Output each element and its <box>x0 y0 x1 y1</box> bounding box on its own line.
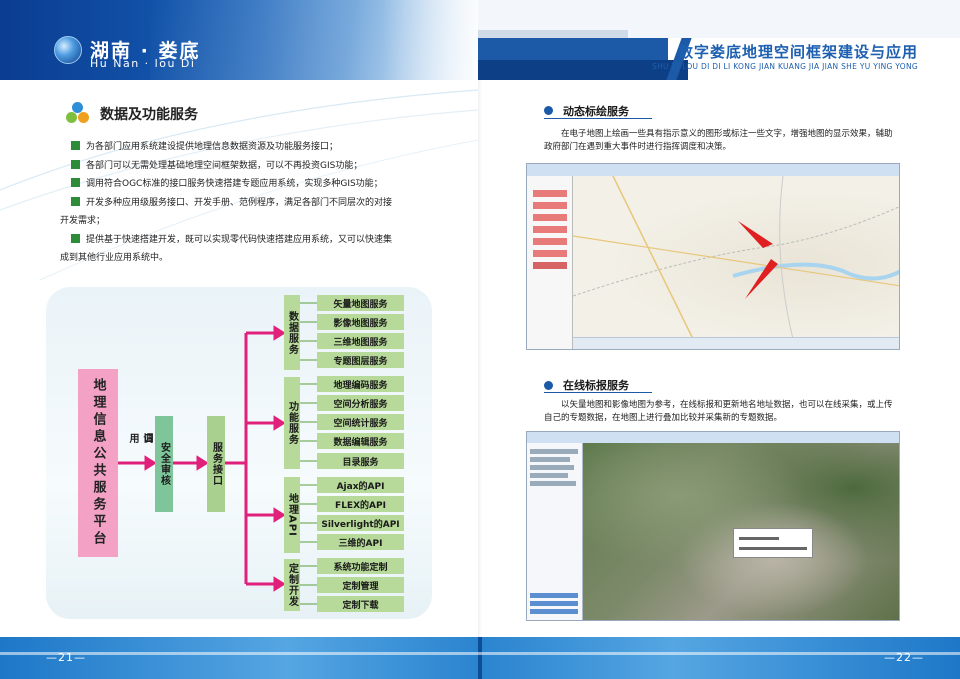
section-underline <box>544 118 652 119</box>
service-item: 矢量地图服务 <box>317 295 404 311</box>
section-bubbles-icon <box>66 102 90 124</box>
service-item: 数据编辑服务 <box>317 433 404 449</box>
dynamic-plotting-screenshot <box>526 163 900 350</box>
map-drawing <box>572 175 899 340</box>
app-title-bar <box>527 432 899 443</box>
page-footer <box>0 637 960 679</box>
gis-public-service-platform: 地理信息公共服务平台 <box>78 369 118 557</box>
page-number-left: —21— <box>46 651 86 664</box>
red-arrow-marker <box>738 221 773 248</box>
header-left-banner <box>0 0 478 80</box>
bullet-item: 调用符合OGC标准的接口服务快速搭建专题应用系统，实现多种GIS功能； <box>63 175 423 194</box>
red-arrow-marker <box>745 259 778 299</box>
service-item: 系统功能定制 <box>317 558 404 574</box>
globe-logo-icon <box>54 36 82 64</box>
service-item: 空间统计服务 <box>317 414 404 430</box>
bullet-item: 开发多种应用级服务接口、开发手册、范例程序，满足各部门不同层次的对接 <box>63 194 423 213</box>
section-dot-icon <box>544 381 553 390</box>
service-item: 地理编码服务 <box>317 376 404 392</box>
section-title-online-reporting: 在线标报服务 <box>563 379 629 392</box>
bullet-item: 提供基于快速搭建开发，既可以实现零代码快速搭建应用系统，又可以快速集 <box>63 231 423 250</box>
service-item: 定制下载 <box>317 596 404 612</box>
section-title-data-services: 数据及功能服务 <box>100 107 198 123</box>
bullet-continuation: 成到其他行业应用系统中。 <box>60 253 169 263</box>
service-item: Ajax的API <box>317 477 404 493</box>
vector-map-view <box>572 175 899 340</box>
green-square-icon <box>71 159 80 169</box>
service-item: 三维的API <box>317 534 404 550</box>
page-fold-shadow <box>478 80 482 637</box>
satellite-image-view <box>583 443 899 620</box>
service-item: 空间分析服务 <box>317 395 404 411</box>
service-item: Silverlight的API <box>317 515 404 531</box>
bullet-item: 各部门可以无需处理基础地理空间框架数据，可以不再投资GIS功能； <box>63 157 423 176</box>
green-square-icon <box>71 178 80 187</box>
group-custom-dev: 定制开发 <box>284 559 300 611</box>
map-taskbar <box>573 337 899 349</box>
section-underline <box>544 392 652 393</box>
book-title-pinyin: SHU ZI LOU DI DI LI KONG JIAN KUANG JIA … <box>652 62 918 71</box>
brand-name: 湖南 · 娄底 <box>90 40 201 62</box>
service-item: 影像地图服务 <box>317 314 404 330</box>
group-function-services: 功能服务 <box>284 377 300 469</box>
group-geo-api: 地理API <box>284 477 300 553</box>
service-interface-box: 服务接口 <box>207 416 225 512</box>
header-light-streak <box>150 0 478 80</box>
bullet-continuation: 开发需求； <box>60 216 106 226</box>
online-reporting-description: 以矢量地图和影像地图为参考，在线标报和更新地名地址数据，也可以在线采集，或上传自… <box>544 400 893 423</box>
group-data-services: 数据服务 <box>284 295 300 370</box>
section-dot-icon <box>544 106 553 115</box>
header-right-decor <box>478 0 960 80</box>
service-item: FLEX的API <box>317 496 404 512</box>
info-popup <box>733 528 813 558</box>
service-item: 定制管理 <box>317 577 404 593</box>
green-square-icon <box>71 141 80 150</box>
plotting-toolbox <box>527 176 573 349</box>
app-title-bar <box>527 164 899 176</box>
service-item: 专题图层服务 <box>317 352 404 368</box>
section-title-dynamic-plotting: 动态标绘服务 <box>563 105 629 118</box>
service-item: 三维地图服务 <box>317 333 404 349</box>
service-item: 目录服务 <box>317 453 404 469</box>
security-audit-box: 安全审核 <box>155 416 173 512</box>
page-number-right: —22— <box>884 651 924 664</box>
green-square-icon <box>71 196 80 206</box>
background-swoosh <box>0 89 478 281</box>
reporting-sidebar <box>527 443 583 620</box>
feature-bullet-list: 为各部门应用系统建设提供地理信息数据资源及功能服务接口； 各部门可以无需处理基础… <box>60 138 423 268</box>
book-title: 数字娄底地理空间框架建设与应用 <box>677 43 918 61</box>
online-reporting-screenshot <box>526 431 900 621</box>
dynamic-plotting-description: 在电子地图上绘画一些具有指示意义的图形或标注一些文字，增强地图的显示效果，辅助政… <box>544 129 893 152</box>
green-square-icon <box>71 233 80 243</box>
brand-pinyin: Hu Nan · lou Di <box>90 57 196 70</box>
bullet-item: 为各部门应用系统建设提供地理信息数据资源及功能服务接口； <box>63 138 423 157</box>
